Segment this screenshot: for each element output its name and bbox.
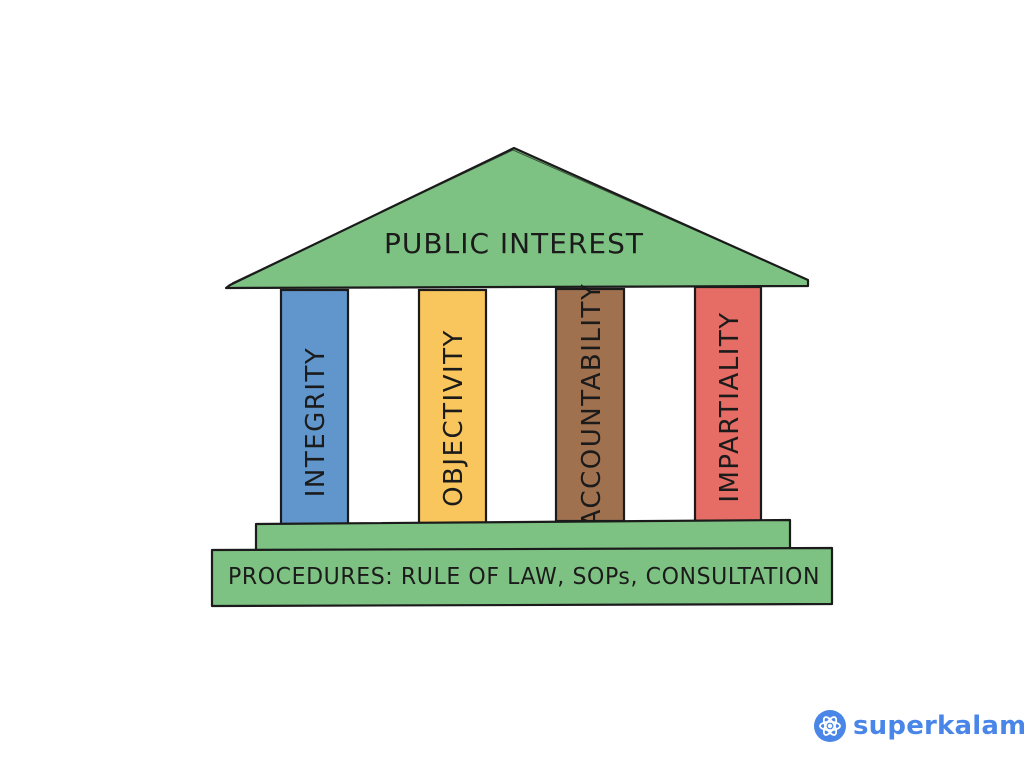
pillar-objectivity-label: OBJECTIVITY (439, 329, 469, 507)
pillar-accountability-label: ACCOUNTABILITY (577, 283, 607, 528)
atom-icon (814, 710, 846, 742)
base: PROCEDURES: RULE OF LAW, SOPs, CONSULTAT… (210, 518, 834, 608)
roof-sketch-line (231, 149, 807, 284)
roof-shape (224, 146, 810, 290)
brand-logo: superkalam (814, 708, 1024, 744)
base-bottom-step (210, 546, 834, 608)
roof: PUBLIC INTEREST (224, 146, 810, 290)
pillar-impartiality-label: IMPARTIALITY (715, 311, 745, 502)
pillar-integrity-label: INTEGRITY (301, 347, 331, 498)
pillar-objectivity: OBJECTIVITY (417, 288, 488, 525)
roof-label: PUBLIC INTEREST (384, 227, 644, 260)
pillar-objectivity-shape (417, 288, 488, 525)
pillar-accountability: ACCOUNTABILITY (554, 283, 626, 528)
pillar-impartiality-shape (693, 285, 763, 523)
pillar-integrity: INTEGRITY (279, 288, 350, 526)
brand-name: superkalam (853, 711, 1024, 741)
base-label: PROCEDURES: RULE OF LAW, SOPs, CONSULTAT… (228, 564, 820, 590)
pillars: INTEGRITY OBJECTIVITY ACCOUNTABILITY IMP… (279, 283, 763, 528)
pillar-impartiality: IMPARTIALITY (693, 285, 763, 523)
